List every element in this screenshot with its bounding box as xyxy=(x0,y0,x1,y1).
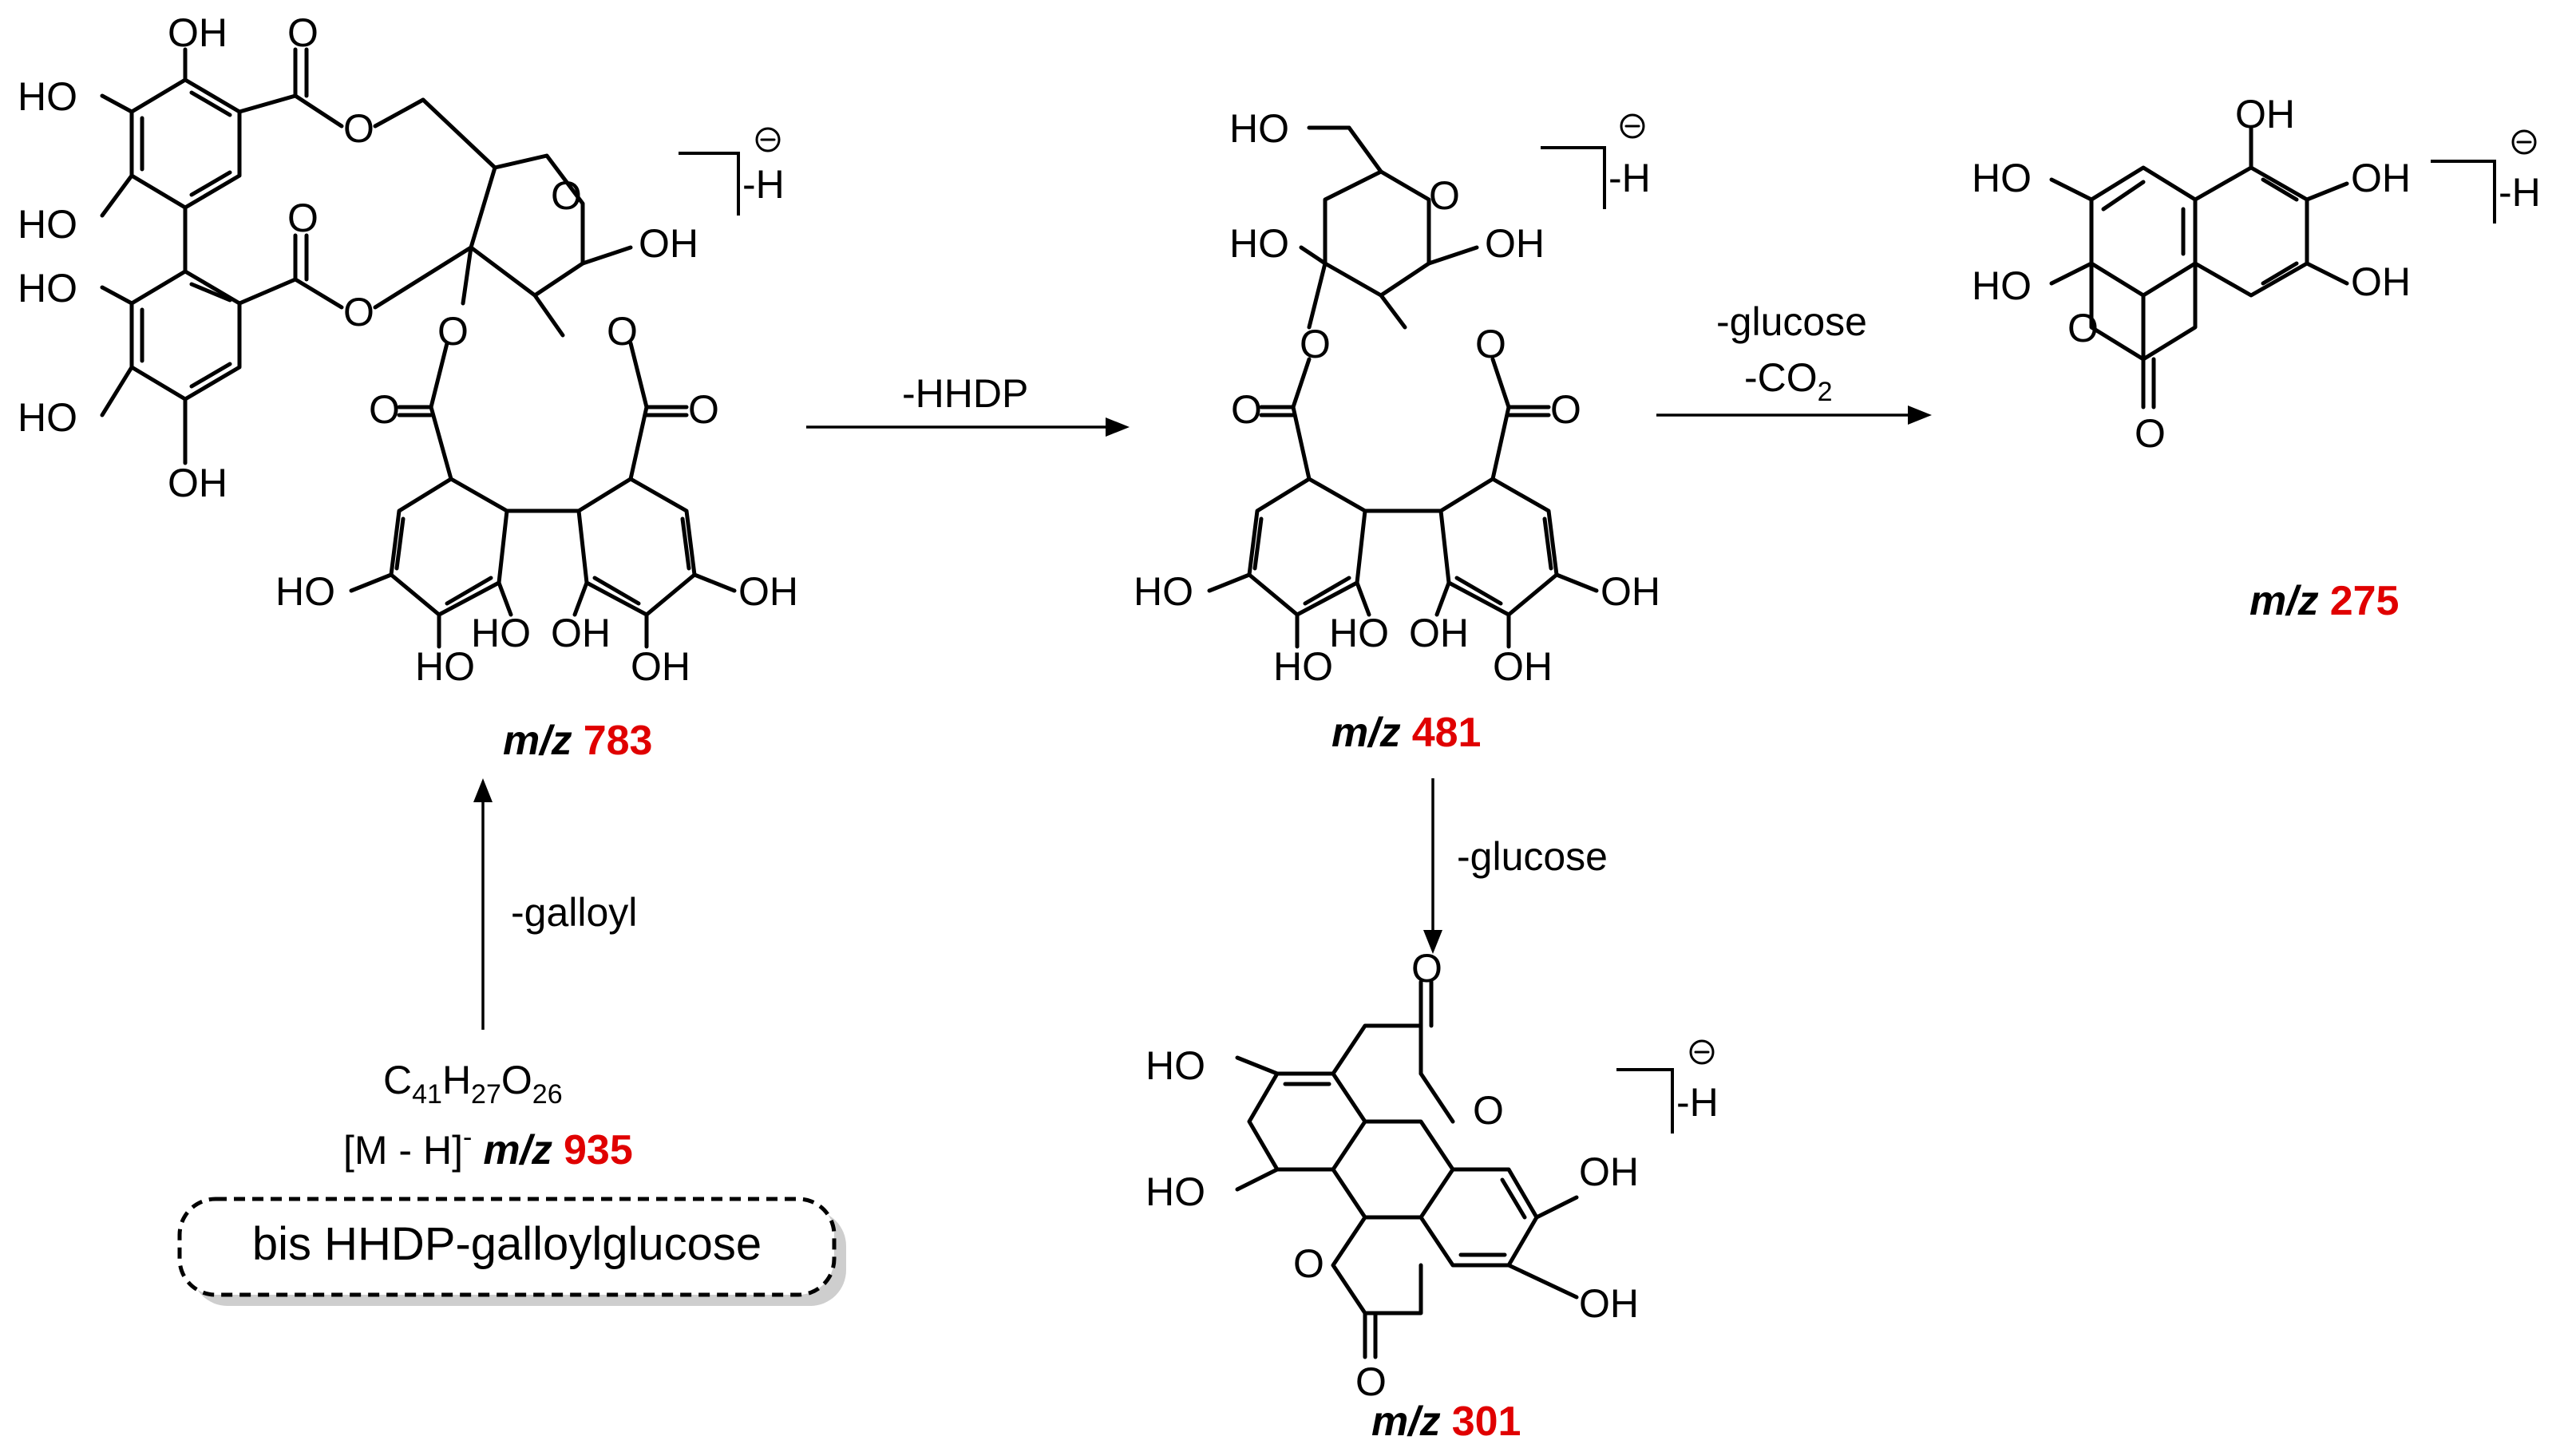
compound-name: bis HHDP-galloylglucose xyxy=(252,1218,762,1270)
atom-label: HO xyxy=(1134,569,1193,614)
atom-label: O xyxy=(1411,946,1442,991)
arrow-label: -CO2 xyxy=(1744,355,1833,407)
atom-label: HO xyxy=(18,74,77,119)
atom-label: O xyxy=(287,10,319,55)
atom-label: OH xyxy=(1493,644,1553,689)
atom-label: O xyxy=(1293,1241,1324,1286)
arrow-label: -glucose xyxy=(1716,299,1867,344)
atom-label: OH xyxy=(1601,569,1660,614)
atom-label: O xyxy=(1231,387,1262,432)
atom-label: OH xyxy=(551,611,611,655)
atom-label: O xyxy=(688,387,719,432)
atom-label: HO xyxy=(1145,1169,1205,1214)
atom-label: O xyxy=(1550,387,1581,432)
arrow-label: -galloyl xyxy=(511,890,637,935)
arrow-glucose-co2: -glucose -CO2 xyxy=(1656,299,1932,425)
atom-label: HO xyxy=(1145,1043,1205,1088)
negative-charge-icon xyxy=(2511,129,2537,155)
atom-label: O xyxy=(369,387,400,432)
atom-label: O xyxy=(2135,411,2166,456)
atom-label: OH xyxy=(1409,611,1469,655)
bracket-suffix: -H xyxy=(1608,156,1651,200)
atom-label: O xyxy=(1300,322,1331,366)
atom-label: HO xyxy=(18,395,77,440)
atom-label: OH xyxy=(631,644,690,689)
atom-label: O xyxy=(1429,173,1460,218)
structure-mz-481: HO HO O OH O O O O HO HO HO OH OH OH -H … xyxy=(1134,106,1660,756)
atom-label: HO xyxy=(471,611,531,655)
atom-label: OH xyxy=(639,221,698,266)
atom-label: O xyxy=(287,196,319,240)
atom-label: OH xyxy=(168,461,228,505)
bracket-suffix: -H xyxy=(742,162,785,207)
atom-label: OH xyxy=(1485,221,1545,266)
atom-label: HO xyxy=(275,569,335,614)
atom-label: O xyxy=(2067,306,2099,350)
atom-label: OH xyxy=(738,569,798,614)
molecular-formula: C41H27O26 xyxy=(383,1058,563,1110)
atom-label: O xyxy=(343,106,374,151)
negative-charge-icon xyxy=(755,127,781,152)
negative-charge-icon xyxy=(1620,113,1645,139)
atom-label: O xyxy=(1355,1359,1387,1404)
arrow-label: -glucose xyxy=(1457,834,1608,879)
structure-mz-783: OH HO HO HO HO OH O O O O O OH O O O O H… xyxy=(18,10,798,764)
atom-label: O xyxy=(551,173,582,218)
bracket-suffix: -H xyxy=(1676,1080,1719,1125)
atom-label: OH xyxy=(2351,156,2411,200)
atom-label: O xyxy=(607,309,638,354)
negative-charge-icon xyxy=(1689,1039,1715,1065)
atom-label: O xyxy=(343,290,374,334)
atom-label: HO xyxy=(415,644,475,689)
arrow-galloyl: -galloyl xyxy=(473,778,637,1030)
atom-label: HO xyxy=(1329,611,1389,655)
atom-label: HO xyxy=(18,202,77,247)
atom-label: OH xyxy=(2235,92,2295,136)
atom-label: HO xyxy=(1229,221,1289,266)
atom-label: HO xyxy=(1972,263,2032,308)
atom-label: HO xyxy=(1972,156,2032,200)
atom-label: HO xyxy=(18,266,77,311)
atom-label: OH xyxy=(1579,1149,1639,1194)
atom-label: OH xyxy=(2351,259,2411,304)
atom-label: OH xyxy=(1579,1281,1639,1326)
name-box xyxy=(177,1197,837,1297)
atom-label: HO xyxy=(1273,644,1333,689)
arrow-label: -HHDP xyxy=(902,371,1028,416)
atom-label: O xyxy=(437,309,469,354)
atom-label: OH xyxy=(168,10,228,55)
bracket-suffix: -H xyxy=(2499,170,2541,215)
atom-label: HO xyxy=(1229,106,1289,151)
atom-label: O xyxy=(1473,1088,1504,1133)
atom-label: O xyxy=(1475,322,1506,366)
arrow-hhdp: -HHDP xyxy=(806,371,1130,437)
arrow-glucose-down: -glucose xyxy=(1423,778,1608,954)
